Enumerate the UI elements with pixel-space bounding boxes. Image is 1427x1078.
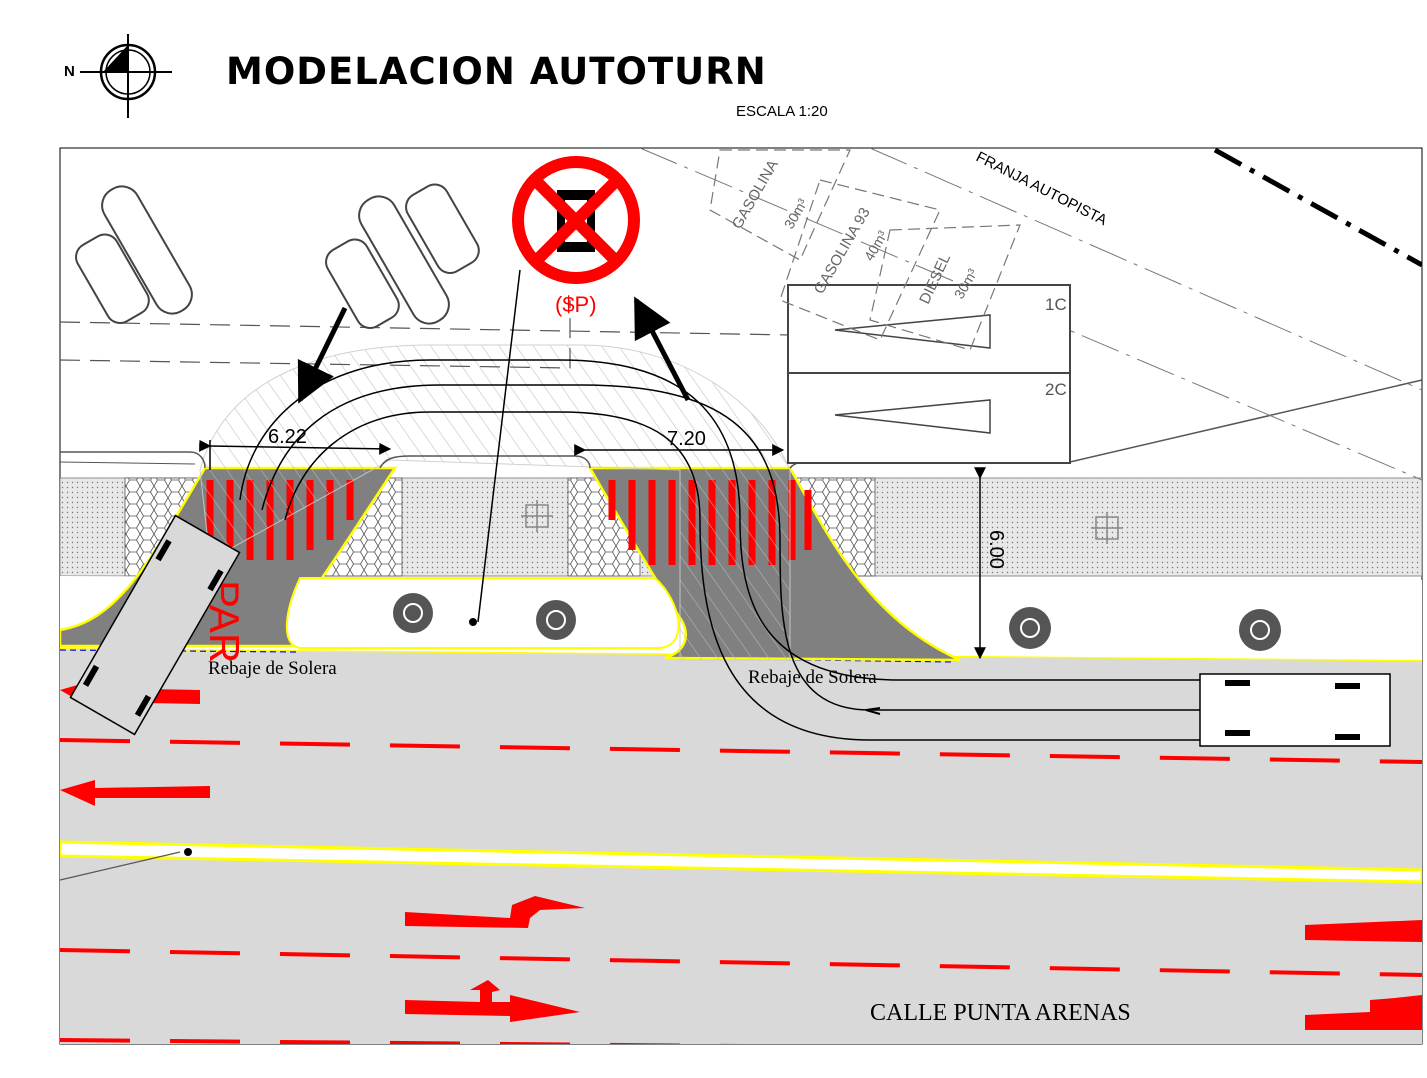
fuel-tanks bbox=[709, 149, 1021, 351]
scale-label: ESCALA 1:20 bbox=[736, 103, 828, 120]
north-label: N bbox=[64, 63, 75, 80]
pump-label-1: 1C bbox=[1045, 295, 1067, 314]
tree-icons bbox=[393, 593, 1281, 651]
lane-markings bbox=[60, 738, 1422, 1044]
curb-cut-label-left: Rebaje de Solera bbox=[208, 658, 337, 679]
highway-boundary bbox=[1213, 148, 1422, 268]
sign-label: ($P) bbox=[555, 292, 597, 317]
median-strip bbox=[60, 840, 1422, 884]
dimension-right: 7.20 bbox=[667, 428, 706, 450]
pump-island-1 bbox=[787, 284, 1071, 374]
parked-cars bbox=[75, 183, 480, 329]
truck-right bbox=[1199, 673, 1391, 747]
truck-left bbox=[69, 514, 241, 736]
dimension-left: 6.22 bbox=[268, 426, 307, 448]
turning-envelope bbox=[199, 344, 791, 661]
pump-label-2: 2C bbox=[1045, 380, 1067, 399]
curb-cut-label-right: Rebaje de Solera bbox=[748, 667, 877, 688]
north-arrow-icon bbox=[80, 34, 172, 118]
pump-island-2 bbox=[787, 372, 1071, 464]
street-name: CALLE PUNTA ARENAS bbox=[870, 1000, 1131, 1026]
dimension-sidewalk: 6.00 bbox=[985, 530, 1007, 569]
page-title: MODELACION AUTOTURN bbox=[226, 50, 767, 93]
no-parking-sign-icon bbox=[512, 156, 640, 284]
